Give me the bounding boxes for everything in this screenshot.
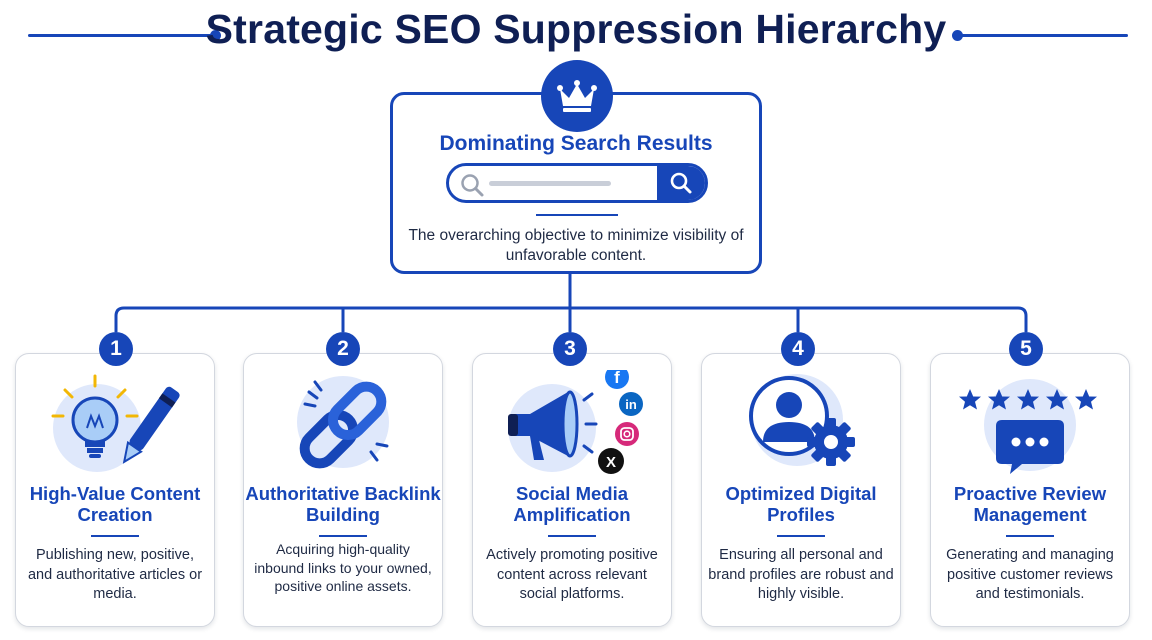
svg-text:in: in xyxy=(625,397,637,412)
step-number-badge: 2 xyxy=(326,332,360,366)
card-title: Proactive Review Management xyxy=(953,483,1107,525)
card-title: Optimized Digital Profiles xyxy=(725,483,877,525)
stars-chat-icon xyxy=(930,370,1130,480)
lightbulb-pen-icon xyxy=(15,370,215,480)
card-title: High-Value Content Creation xyxy=(29,483,201,525)
card-description: Acquiring high-quality inbound links to … xyxy=(254,541,432,594)
page-title: Strategic SEO Suppression Hierarchy xyxy=(205,6,947,52)
search-bar-illustration xyxy=(446,163,708,203)
card-description: Ensuring all personal and brand profiles… xyxy=(708,547,894,602)
card-divider xyxy=(319,535,367,537)
step-number-badge: 5 xyxy=(1009,332,1043,366)
card-title: Social Media Amplification xyxy=(513,483,631,525)
user-gear-icon xyxy=(701,370,901,480)
title-left-dot xyxy=(210,30,221,41)
objective-description: The overarching objective to minimize vi… xyxy=(408,227,744,264)
search-button-illustration xyxy=(657,166,705,200)
card-divider xyxy=(91,535,139,537)
crown-icon xyxy=(541,60,613,132)
magnifier-icon xyxy=(670,172,692,194)
card-divider xyxy=(548,535,596,537)
title-left-line xyxy=(28,34,214,37)
title-right-dot xyxy=(952,30,963,41)
search-icon xyxy=(461,174,484,197)
step-number-badge: 3 xyxy=(553,332,587,366)
svg-text:f: f xyxy=(614,370,620,387)
card-description: Publishing new, positive, and authoritat… xyxy=(27,547,203,602)
card-description: Generating and managing positive custome… xyxy=(946,547,1114,602)
svg-text:X: X xyxy=(606,454,616,471)
card-description: Actively promoting positive content acro… xyxy=(486,547,658,602)
x-icon: X xyxy=(598,448,624,474)
card-title: Authoritative Backlink Building xyxy=(245,483,441,525)
chain-link-icon xyxy=(243,370,443,480)
title-right-line xyxy=(960,34,1128,37)
facebook-icon: f xyxy=(605,365,629,389)
card-divider xyxy=(1006,535,1054,537)
instagram-icon xyxy=(615,422,639,446)
search-placeholder-line xyxy=(489,181,611,186)
step-number-badge: 1 xyxy=(99,332,133,366)
card-divider xyxy=(777,535,825,537)
step-number-badge: 4 xyxy=(781,332,815,366)
megaphone-social-icon: f in X xyxy=(472,365,672,480)
linkedin-icon: in xyxy=(619,392,643,416)
objective-divider xyxy=(536,214,618,216)
objective-heading: Dominating Search Results xyxy=(439,132,713,155)
